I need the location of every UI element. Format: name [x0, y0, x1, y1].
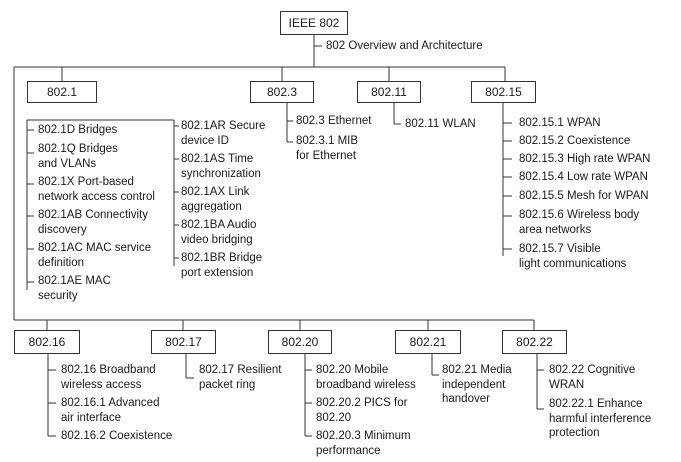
std-802-1ax: 802.1AX Link aggregation [181, 186, 250, 213]
std-802-16: 802.16 Broadband wireless access [61, 364, 156, 391]
std-802-1x: 802.1X Port-based network access control [38, 176, 155, 203]
std-802-1ba: 802.1BA Audio video bridging [181, 219, 257, 246]
std-802-16-1: 802.16.1 Advanced air interface [61, 397, 160, 424]
node-802-17[interactable]: 802.17 [151, 330, 216, 354]
overview-label: 802 Overview and Architecture [326, 40, 483, 52]
std-802-15-6: 802.15.6 Wireless body area networks [519, 209, 640, 236]
node-802-22[interactable]: 802.22 [502, 330, 567, 354]
std-802-1ac: 802.1AC MAC service definition [38, 242, 152, 269]
std-802-22-1: 802.22.1 Enhance harmful interference pr… [549, 398, 652, 439]
std-802-22: 802.22 Cognitive WRAN [549, 364, 636, 391]
node-802-20[interactable]: 802.20 [268, 330, 332, 354]
node-802-11[interactable]: 802.11 [357, 81, 421, 103]
std-802-20-2: 802.20.2 PICS for 802.20 [316, 397, 408, 424]
std-802-15-3: 802.15.3 High rate WPAN [519, 153, 651, 165]
std-802-16-2: 802.16.2 Coexistence [61, 430, 173, 442]
std-802-15-4: 802.15.4 Low rate WPAN [519, 171, 648, 183]
std-802-20: 802.20 Mobile broadband wireless [316, 364, 416, 391]
std-802-1as: 802.1AS Time synchronization [181, 153, 261, 180]
std-802-1br: 802.1BR Bridge port extension [181, 252, 263, 279]
std-802-1d: 802.1D Bridges [38, 124, 118, 136]
std-802-11: 802.11 WLAN [405, 118, 476, 130]
std-802-1ar: 802.1AR Secure device ID [181, 120, 266, 147]
node-802-15[interactable]: 802.15 [471, 81, 536, 103]
std-802-15-2: 802.15.2 Coexistence [519, 135, 631, 147]
std-802-1ab: 802.1AB Connectivity discovery [38, 209, 148, 236]
std-802-20-3: 802.20.3 Minimum performance [316, 430, 411, 457]
node-802-3[interactable]: 802.3 [250, 81, 314, 103]
std-802-1q: 802.1Q Bridges and VLANs [38, 143, 118, 170]
std-802-15-7: 802.15.7 Visible light communications [519, 243, 627, 270]
std-802-17: 802.17 Resilient packet ring [199, 364, 282, 391]
std-802-3: 802.3 Ethernet [296, 115, 372, 127]
node-802-21[interactable]: 802.21 [395, 330, 461, 354]
std-802-1ae: 802.1AE MAC security [38, 275, 111, 302]
std-802-3-1: 802.3.1 MIB for Ethernet [296, 135, 359, 162]
std-802-15-1: 802.15.1 WPAN [519, 117, 601, 129]
node-802-1[interactable]: 802.1 [27, 81, 97, 103]
node-802-16[interactable]: 802.16 [14, 330, 80, 354]
root-node-ieee802[interactable]: IEEE 802 [280, 11, 348, 35]
std-802-21: 802.21 Media independent handover [442, 364, 512, 405]
std-802-15-5: 802.15.5 Mesh for WPAN [519, 190, 649, 202]
